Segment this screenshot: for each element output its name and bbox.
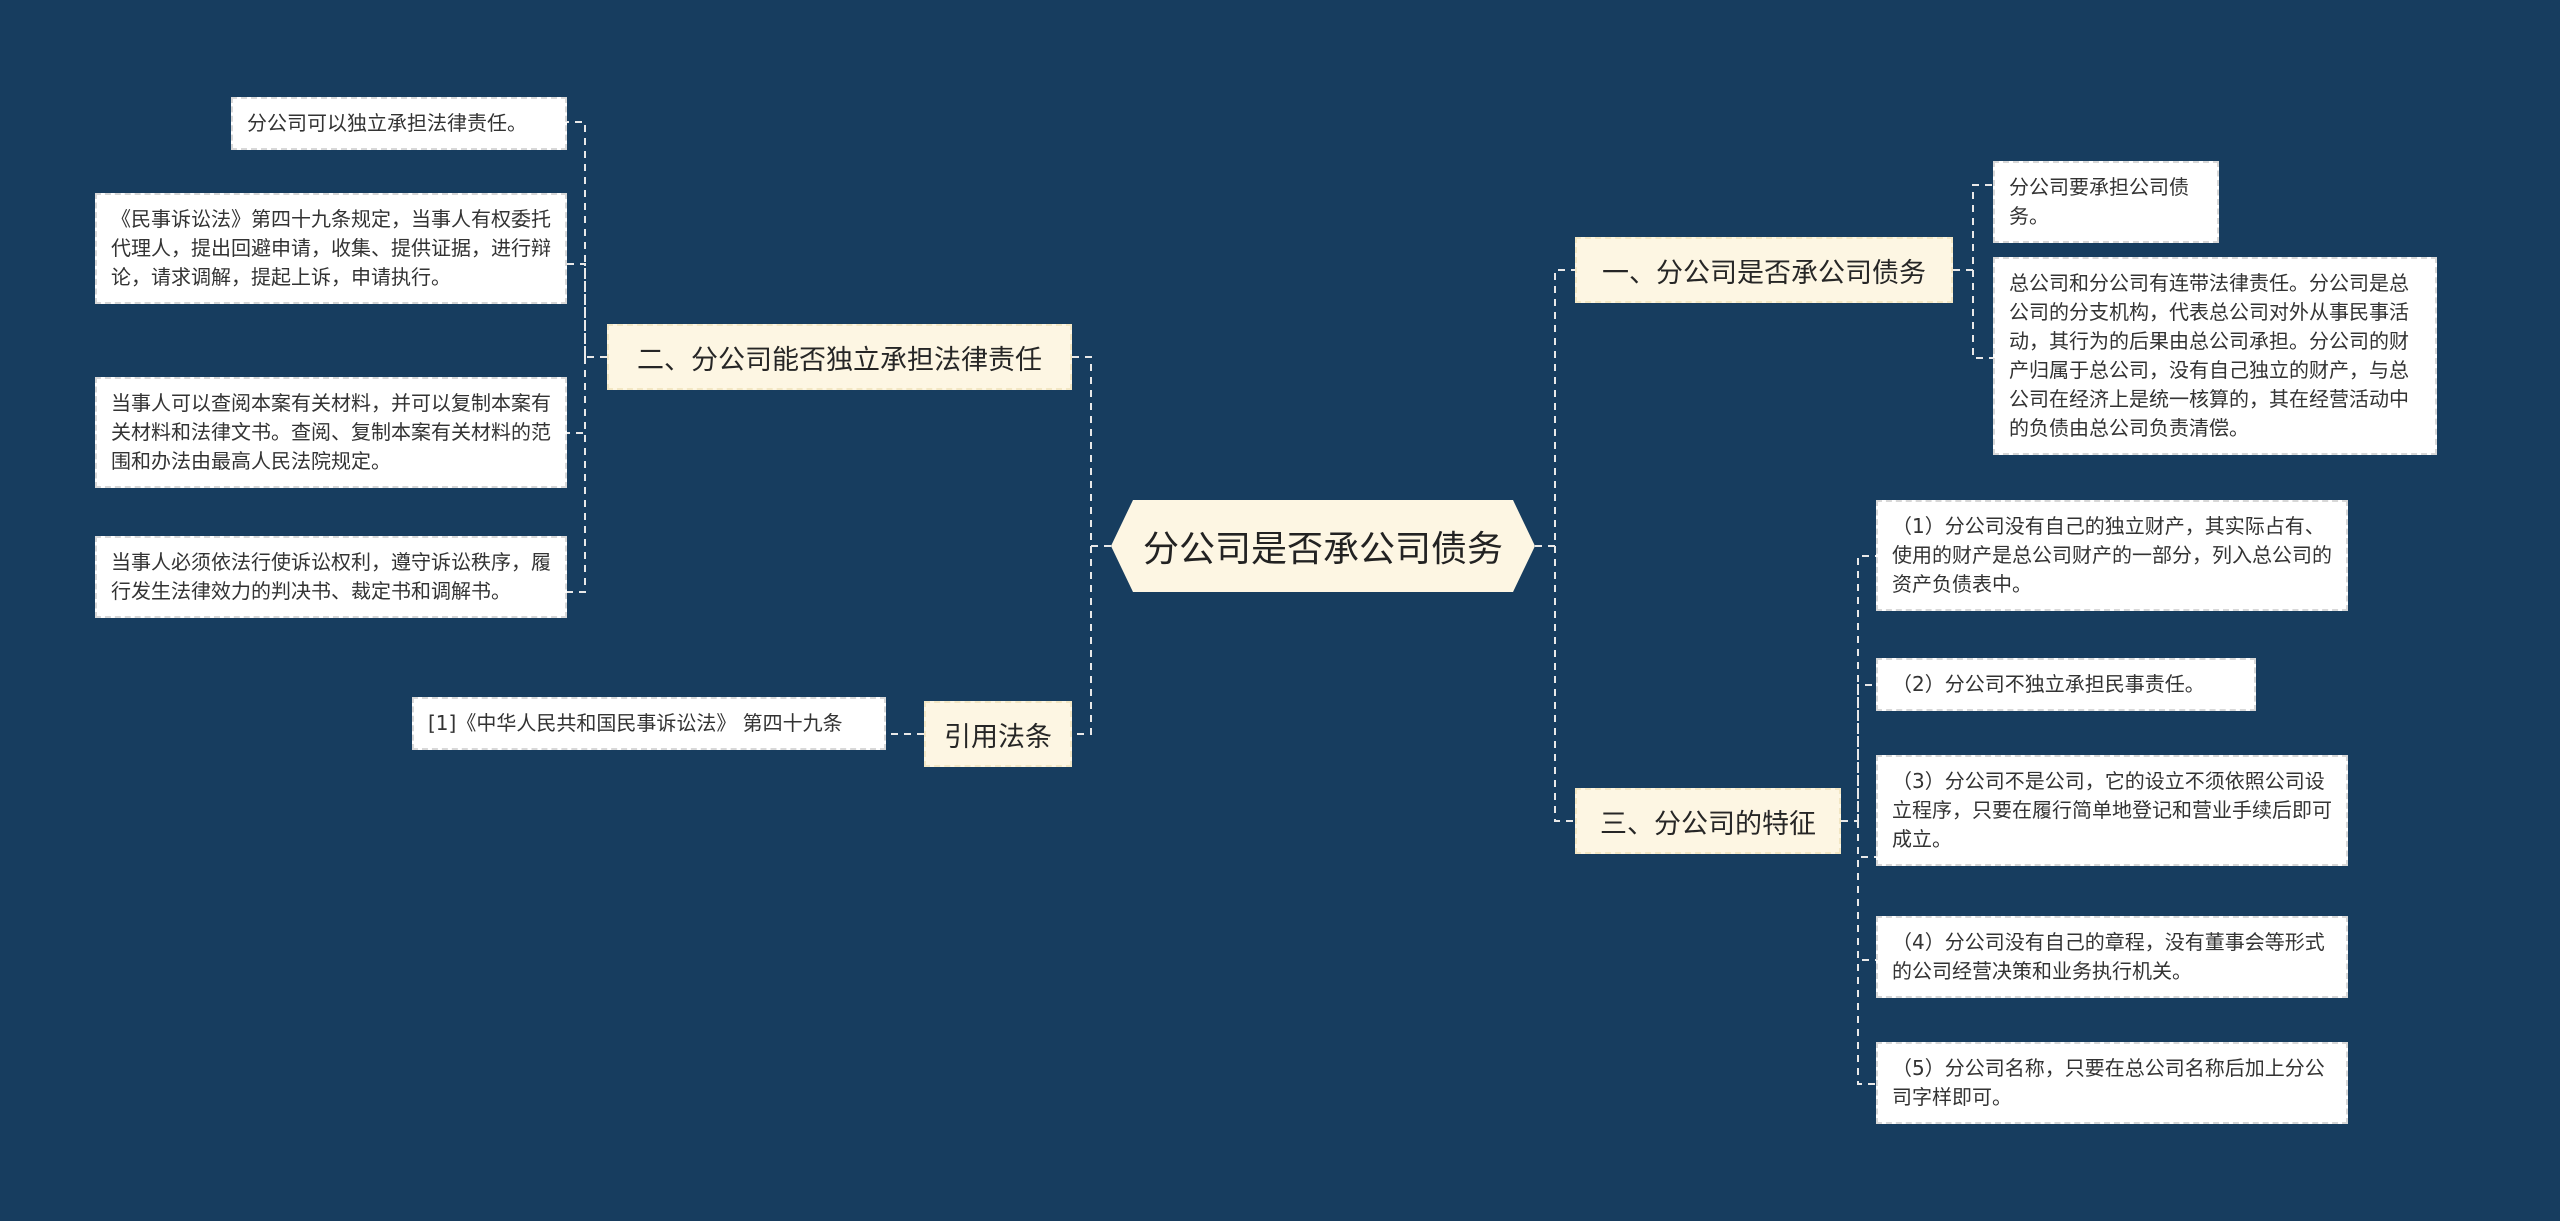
leaf-text: （2）分公司不独立承担民事责任。 bbox=[1892, 672, 2205, 696]
leaf-text: （3）分公司不是公司，它的设立不须依照公司设立程序，只要在履行简单地登记和营业手… bbox=[1892, 769, 2332, 851]
leaf-text: [1]《中华人民共和国民事诉讼法》 第四十九条 bbox=[428, 711, 843, 735]
leaf-text: （4）分公司没有自己的章程，没有董事会等形式的公司经营决策和业务执行机关。 bbox=[1892, 930, 2325, 983]
leaf-node[interactable]: （4）分公司没有自己的章程，没有董事会等形式的公司经营决策和业务执行机关。 bbox=[1876, 916, 2348, 998]
leaf-node[interactable]: （3）分公司不是公司，它的设立不须依照公司设立程序，只要在履行简单地登记和营业手… bbox=[1876, 755, 2348, 866]
leaf-node[interactable]: 分公司要承担公司债务。 bbox=[1993, 161, 2219, 243]
leaf-text: 总公司和分公司有连带法律责任。分公司是总公司的分支机构，代表总公司对外从事民事活… bbox=[2009, 271, 2409, 440]
leaf-node[interactable]: 《民事诉讼法》第四十九条规定，当事人有权委托代理人，提出回避申请，收集、提供证据… bbox=[95, 193, 567, 304]
connector-b2-leaves bbox=[567, 121, 607, 593]
leaf-node[interactable]: （2）分公司不独立承担民事责任。 bbox=[1876, 658, 2256, 711]
branch-node-1[interactable]: 一、分公司是否承公司债务 bbox=[1575, 237, 1953, 303]
connector-root-b2 bbox=[1072, 356, 1111, 547]
leaf-node[interactable]: 总公司和分公司有连带法律责任。分公司是总公司的分支机构，代表总公司对外从事民事活… bbox=[1993, 257, 2437, 455]
connector-b1-leaves bbox=[1953, 184, 1993, 359]
connector-b3-leaves bbox=[1841, 555, 1876, 1085]
leaf-text: （5）分公司名称，只要在总公司名称后加上分公司字样即可。 bbox=[1892, 1056, 2325, 1109]
connector-root-b4 bbox=[1072, 546, 1092, 735]
root-label: 分公司是否承公司债务 bbox=[1142, 529, 1503, 570]
connector-root-b3 bbox=[1554, 546, 1575, 822]
branch-node-2[interactable]: 二、分公司能否独立承担法律责任 bbox=[607, 324, 1072, 390]
branch-label: 引用法条 bbox=[944, 721, 1052, 753]
leaf-text: 分公司要承担公司债务。 bbox=[2009, 175, 2189, 228]
branch-node-4[interactable]: 引用法条 bbox=[924, 701, 1072, 767]
leaf-text: （1）分公司没有自己的独立财产，其实际占有、使用的财产是总公司财产的一部分，列入… bbox=[1892, 514, 2332, 596]
leaf-node[interactable]: 当事人必须依法行使诉讼权利，遵守诉讼秩序，履行发生法律效力的判决书、裁定书和调解… bbox=[95, 536, 567, 618]
branch-label: 二、分公司能否独立承担法律责任 bbox=[637, 344, 1042, 376]
branch-label: 三、分公司的特征 bbox=[1600, 808, 1816, 840]
leaf-text: 当事人可以查阅本案有关材料，并可以复制本案有关材料和法律文书。查阅、复制本案有关… bbox=[111, 391, 551, 473]
leaf-text: 《民事诉讼法》第四十九条规定，当事人有权委托代理人，提出回避申请，收集、提供证据… bbox=[111, 207, 551, 289]
leaf-node[interactable]: 当事人可以查阅本案有关材料，并可以复制本案有关材料和法律文书。查阅、复制本案有关… bbox=[95, 377, 567, 488]
connector-root-b1 bbox=[1535, 269, 1575, 547]
branch-label: 一、分公司是否承公司债务 bbox=[1602, 257, 1926, 289]
root-node[interactable]: 分公司是否承公司债务 bbox=[1111, 500, 1535, 592]
leaf-node[interactable]: （5）分公司名称，只要在总公司名称后加上分公司字样即可。 bbox=[1876, 1042, 2348, 1124]
leaf-text: 当事人必须依法行使诉讼权利，遵守诉讼秩序，履行发生法律效力的判决书、裁定书和调解… bbox=[111, 550, 551, 603]
leaf-node[interactable]: 分公司可以独立承担法律责任。 bbox=[231, 97, 567, 150]
leaf-text: 分公司可以独立承担法律责任。 bbox=[247, 111, 527, 135]
leaf-node[interactable]: （1）分公司没有自己的独立财产，其实际占有、使用的财产是总公司财产的一部分，列入… bbox=[1876, 500, 2348, 611]
leaf-node[interactable]: [1]《中华人民共和国民事诉讼法》 第四十九条 bbox=[412, 697, 886, 750]
branch-node-3[interactable]: 三、分公司的特征 bbox=[1575, 788, 1841, 854]
